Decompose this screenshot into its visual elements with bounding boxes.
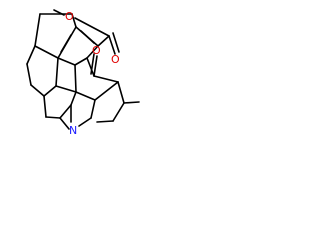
- bond-core-8: [96, 120, 114, 123]
- bond-ketone-double-2: [90, 53, 95, 75]
- bond-ring-b-2: [86, 45, 99, 59]
- bond-ester-carbonyl-double-1: [108, 35, 116, 55]
- bond-core-4: [75, 91, 96, 101]
- bond-ester-carbonyl-double-2: [112, 32, 120, 53]
- bond-ring-c-4: [43, 85, 57, 97]
- bond-lower-left-3: [59, 104, 72, 119]
- bond-ring-b-3: [74, 57, 88, 66]
- bond-ring-c-1: [26, 45, 36, 65]
- bond-core-7: [112, 102, 125, 122]
- bond-right-methyl: [123, 101, 140, 104]
- bond-ketone-to-right: [93, 75, 119, 83]
- bond-n-right: [78, 117, 92, 127]
- bond-core-1: [74, 64, 77, 93]
- ester-oxygen-label: O: [65, 10, 74, 23]
- bond-ketone-double-1: [93, 55, 98, 77]
- bond-core-3: [70, 91, 77, 106]
- bond-lower-left-1: [43, 95, 47, 118]
- bond-core-5: [94, 81, 119, 101]
- bond-lower-left-2: [45, 116, 61, 119]
- ester-carbonyl-oxygen-label: O: [111, 53, 120, 66]
- bond-ester-oxygen-to-carbonyl-carbon: [74, 17, 110, 37]
- bond-ring-b-4: [57, 57, 76, 66]
- bond-ring-b-double-2: [60, 34, 72, 53]
- bond-n-left: [59, 117, 70, 130]
- bond-ring-a-2: [34, 13, 41, 47]
- bond-ring-a-3: [71, 13, 77, 28]
- molecule-structure-diagram: O O O N: [26, 9, 140, 137]
- bond-ring-a-4: [34, 45, 59, 59]
- ketone-oxygen-label: O: [92, 44, 101, 57]
- bond-core-2: [55, 85, 77, 93]
- bond-core-6: [117, 81, 125, 104]
- bond-carbonyl-carbon-to-ring: [97, 35, 110, 47]
- bond-ring-c-2: [26, 63, 32, 86]
- structure-canvas: O O O N: [0, 0, 150, 150]
- bond-ring-b-double-1: [80, 30, 95, 44]
- bond-ring-c-3: [30, 84, 45, 97]
- amine-nitrogen-label: N: [69, 124, 77, 137]
- bond-ring-c-5: [55, 57, 59, 87]
- bond-core-9: [90, 99, 96, 119]
- bond-ketone-carbon-up: [86, 57, 95, 77]
